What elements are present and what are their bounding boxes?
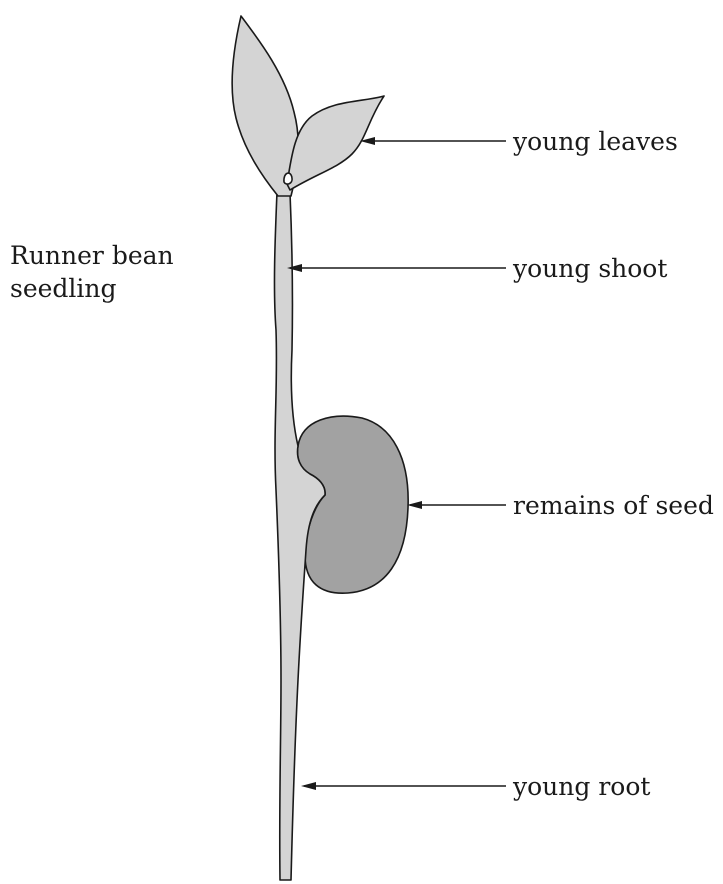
label-young-leaves: young leaves [512, 127, 678, 156]
young-leaf-left-shape [232, 16, 298, 196]
diagram-title-line-2: seedling [10, 274, 117, 303]
leaf-junction-notch [284, 173, 292, 184]
arrowhead-young-root [301, 782, 316, 790]
diagram-title-line-1: Runner bean [10, 241, 174, 270]
label-young-shoot: young shoot [512, 254, 667, 283]
label-young-root: young root [512, 772, 650, 801]
label-remains-of-seed: remains of seed [513, 491, 714, 520]
arrowhead-remains-of-seed [407, 501, 422, 509]
